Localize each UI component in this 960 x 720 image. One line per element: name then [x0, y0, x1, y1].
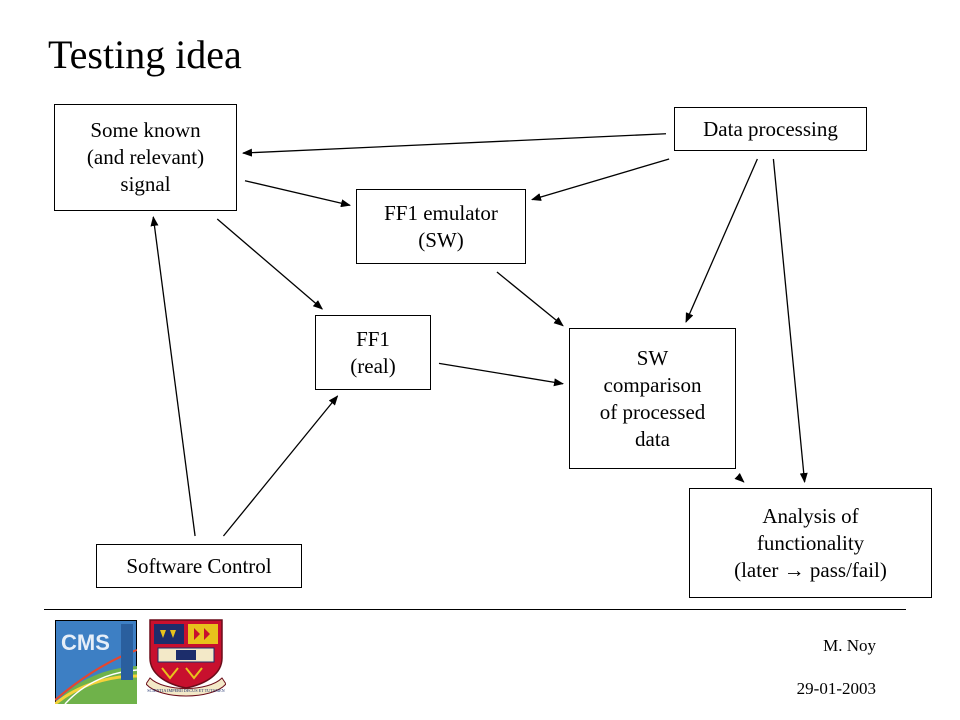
node-label-line: (real): [350, 353, 396, 378]
node-data-processing: Data processing: [674, 107, 867, 151]
node-label-line: comparison: [603, 372, 702, 397]
crest-motto: SCIENTIA IMPERII DECUS ET TUTAMEN: [147, 688, 224, 693]
node-ff1-emulator: FF1 emulator (SW): [356, 189, 526, 264]
node-label-line: functionality: [756, 530, 865, 555]
arrow-software-control-to-known-signal: [150, 216, 196, 537]
footer-author: M. Noy: [823, 636, 876, 655]
arrow-data-processing-to-sw-comparison: [685, 158, 758, 323]
cms-logo-text: CMS: [61, 630, 110, 655]
node-ff1-real: FF1 (real): [315, 315, 431, 390]
arrow-ff1-real-to-sw-comparison: [438, 362, 564, 387]
node-label-line: FF1: [356, 326, 390, 351]
node-known-signal: Some known (and relevant) signal: [54, 104, 237, 211]
arrow-software-control-to-ff1-real: [222, 395, 339, 537]
node-label-line: Analysis of: [762, 503, 859, 528]
node-label-line: of processed: [599, 399, 706, 424]
node-label-line: (and relevant): [86, 145, 205, 169]
node-label-line: (later → pass/fail): [734, 557, 887, 582]
node-sw-comparison: SW comparison of processed data: [569, 328, 736, 469]
arrow-sw-comparison-to-analysis: [734, 472, 745, 483]
node-label-line: Some known: [90, 118, 201, 142]
node-analysis: Analysis of functionality (later → pass/…: [689, 488, 932, 598]
node-label-line: Data processing: [703, 116, 838, 141]
arrow-data-processing-to-ff1-emulator: [531, 158, 670, 201]
arrow-data-processing-to-known-signal: [242, 133, 667, 157]
slide-title: Testing idea: [48, 32, 242, 77]
node-software-control: Software Control: [96, 544, 302, 588]
node-label-line: signal: [120, 172, 171, 196]
arrow-data-processing-to-analysis: [772, 158, 808, 483]
node-label-line: (SW): [418, 227, 464, 252]
arrow-known-signal-to-ff1-emulator: [244, 180, 351, 208]
cms-logo: CMS: [55, 620, 137, 704]
node-label-line: SW: [636, 345, 669, 370]
footer-divider: [44, 609, 906, 610]
imperial-college-crest-logo: SCIENTIA IMPERII DECUS ET TUTAMEN: [146, 619, 226, 697]
arrow-known-signal-to-ff1-real: [216, 218, 324, 310]
arrow-ff1-emulator-to-sw-comparison: [496, 271, 564, 327]
node-label-line: data: [635, 426, 670, 451]
node-label-line: Software Control: [126, 553, 272, 578]
node-label-line: FF1 emulator: [384, 200, 498, 225]
footer-date: 29-01-2003: [796, 679, 876, 698]
